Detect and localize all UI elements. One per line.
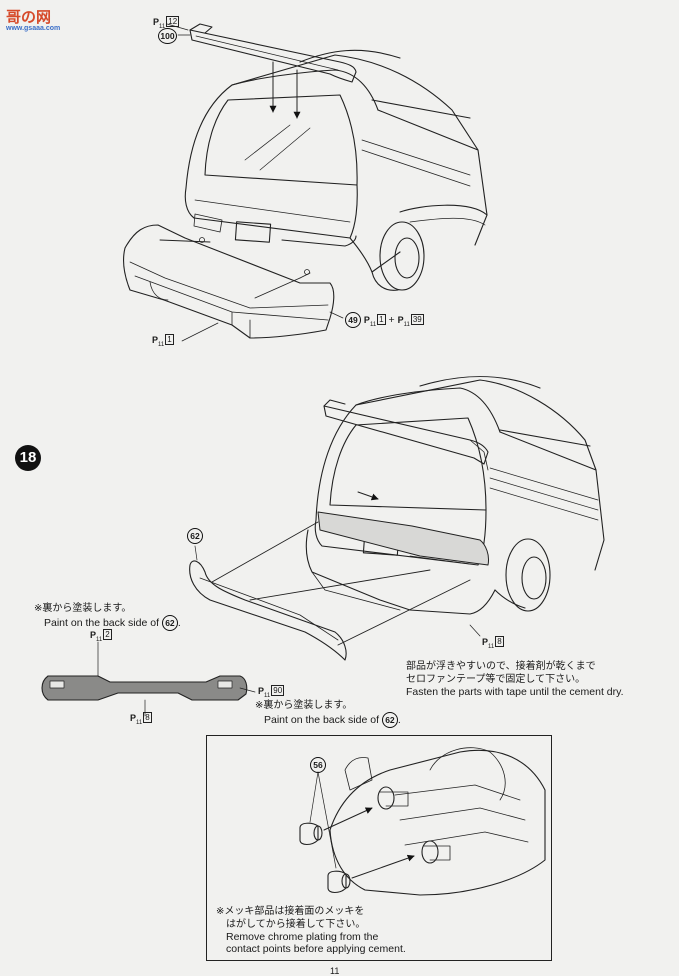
top-rear-bumper [123, 224, 335, 339]
top-rear-spoiler [189, 23, 357, 83]
rear-garnish-62 [189, 560, 347, 661]
middle-van-body [305, 375, 605, 615]
exhaust-detail [299, 747, 546, 896]
part-62: 62 [187, 528, 203, 544]
paint-note-1-jp: ※裏から塗装します。 [34, 603, 132, 614]
part-100: 100 [158, 28, 177, 44]
chrome-note-jp1: ※メッキ部品は接着面のメッキを [216, 906, 365, 917]
tape-note-jp1: 部品が浮きやすいので、接着剤が乾くまで [406, 661, 596, 672]
paint-note-2-en: Paint on the back side of 62. [264, 712, 401, 728]
paint-note-1-en: Paint on the back side of 62. [44, 615, 181, 631]
page-number: 11 [330, 966, 340, 976]
paint-note-2-jp: ※裏から塗装します。 [255, 700, 353, 711]
painted-garnish-view [41, 675, 248, 701]
top-van-body [184, 49, 488, 291]
chrome-note-en1: Remove chrome plating from the [226, 931, 379, 943]
step-number: 18 [15, 445, 41, 471]
ref-p90: P1190 [258, 685, 285, 700]
watermark-text: 哥の网 [6, 8, 52, 26]
ref-p1: P111 [152, 334, 174, 349]
detail-box [206, 735, 552, 961]
middle-rear-spoiler [323, 399, 489, 471]
chrome-note-en2: contact points before applying cement. [226, 943, 406, 955]
part-56: 56 [310, 757, 326, 773]
ref-p12: P1112 [153, 16, 180, 31]
tape-note-jp2: セロファンテープ等で固定して下さい。 [406, 674, 586, 685]
tape-note-en: Fasten the parts with tape until the cem… [406, 686, 624, 698]
chrome-note-jp2: はがしてから接着して下さい。 [226, 919, 366, 930]
watermark: 哥の网 www.gsaaa.com [6, 6, 60, 32]
ref-p8-car: P118 [482, 636, 504, 651]
ref-p8-bumper: P118 [130, 712, 152, 727]
glue-ref-49: 49 P111 + P1139 [345, 312, 424, 332]
watermark-url: www.gsaaa.com [6, 25, 61, 32]
ref-p2: P112 [90, 629, 112, 644]
